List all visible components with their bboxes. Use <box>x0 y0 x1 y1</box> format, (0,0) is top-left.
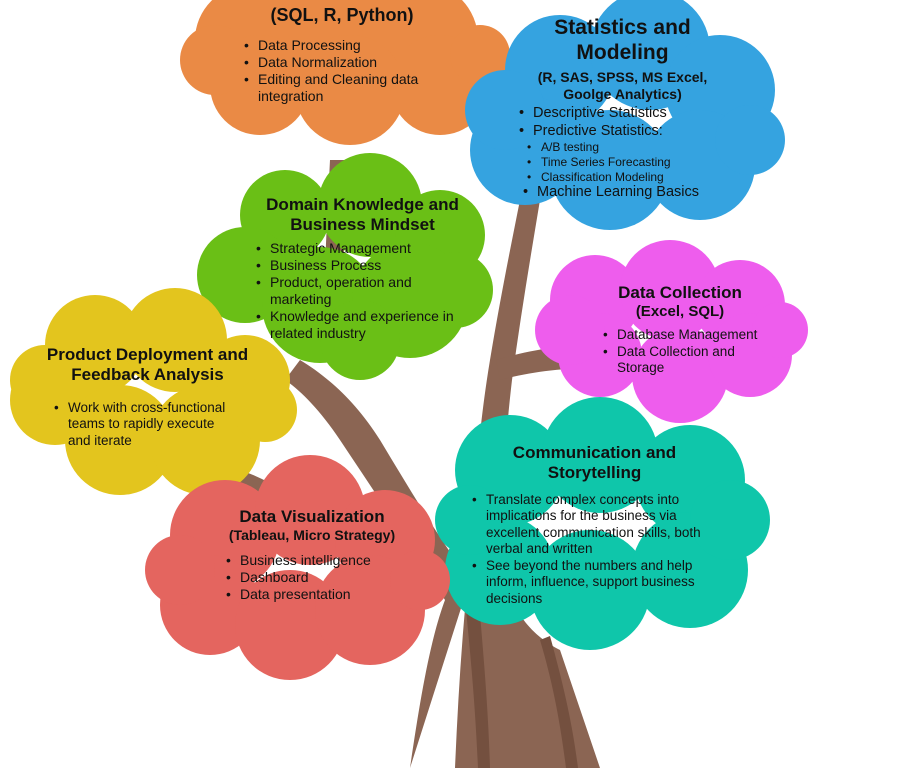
data-collection-subtitle: (Excel, SQL) <box>635 303 725 321</box>
list-item: Translate complex concepts into implicat… <box>472 492 717 558</box>
list-item: Database Management <box>603 327 765 344</box>
list-item: Business intelligence <box>226 552 412 569</box>
data-visualization-title: Data Visualization <box>239 507 385 526</box>
statistics-modeling-subtitle: (R, SAS, SPSS, MS Excel, Goolge Analytic… <box>537 69 708 103</box>
data-collection-text: Data Collection (Excel, SQL) Database Ma… <box>595 283 765 377</box>
product-deployment-title: Product Deployment and Feedback Analysis <box>46 345 249 385</box>
list-subitem: Classification Modeling <box>519 170 730 185</box>
product-deployment-text: Product Deployment and Feedback Analysis… <box>40 345 255 449</box>
list-item: Business Process <box>256 257 475 274</box>
list-item: See beyond the numbers and help inform, … <box>472 558 717 607</box>
list-item: Machine Learning Basics <box>523 184 730 202</box>
list-subitem: A/B testing <box>519 140 730 155</box>
list-item: Descriptive Statistics <box>519 105 730 123</box>
data-visualization-text: Data Visualization (Tableau, Micro Strat… <box>212 507 412 604</box>
domain-knowledge-text: Domain Knowledge and Business Mindset St… <box>250 195 475 342</box>
list-item: Work with cross-functional teams to rapi… <box>54 400 234 449</box>
list-item: Editing and Cleaning data integration <box>244 71 462 105</box>
list-item: Data Normalization <box>244 54 462 71</box>
statistics-modeling-text: Statistics and Modeling (R, SAS, SPSS, M… <box>515 15 730 202</box>
data-collection-title: Data Collection <box>618 283 742 302</box>
domain-knowledge-title: Domain Knowledge and Business Mindset <box>266 195 459 235</box>
list-item: Dashboard <box>226 569 412 586</box>
list-item: Strategic Management <box>256 240 475 257</box>
list-subitem: Time Series Forecasting <box>519 155 730 170</box>
yellow-cloud <box>10 288 297 495</box>
list-item: Knowledge and experience in related indu… <box>256 308 475 342</box>
list-item: Data presentation <box>226 586 412 603</box>
list-item: Data Collection and Storage <box>603 344 765 377</box>
data-visualization-subtitle: (Tableau, Micro Strategy) <box>228 527 396 544</box>
data-engineering-text: (SQL, R, Python) Data Processing Data No… <box>222 5 462 105</box>
data-engineering-subtitle: (SQL, R, Python) <box>270 5 414 25</box>
communication-title: Communication and Storytelling <box>512 443 677 483</box>
statistics-modeling-title: Statistics and Modeling <box>554 16 691 65</box>
list-item: Predictive Statistics: <box>519 123 730 141</box>
list-item: Data Processing <box>244 37 462 54</box>
list-item: Product, operation and marketing <box>256 274 475 308</box>
communication-text: Communication and Storytelling Translate… <box>472 443 717 607</box>
